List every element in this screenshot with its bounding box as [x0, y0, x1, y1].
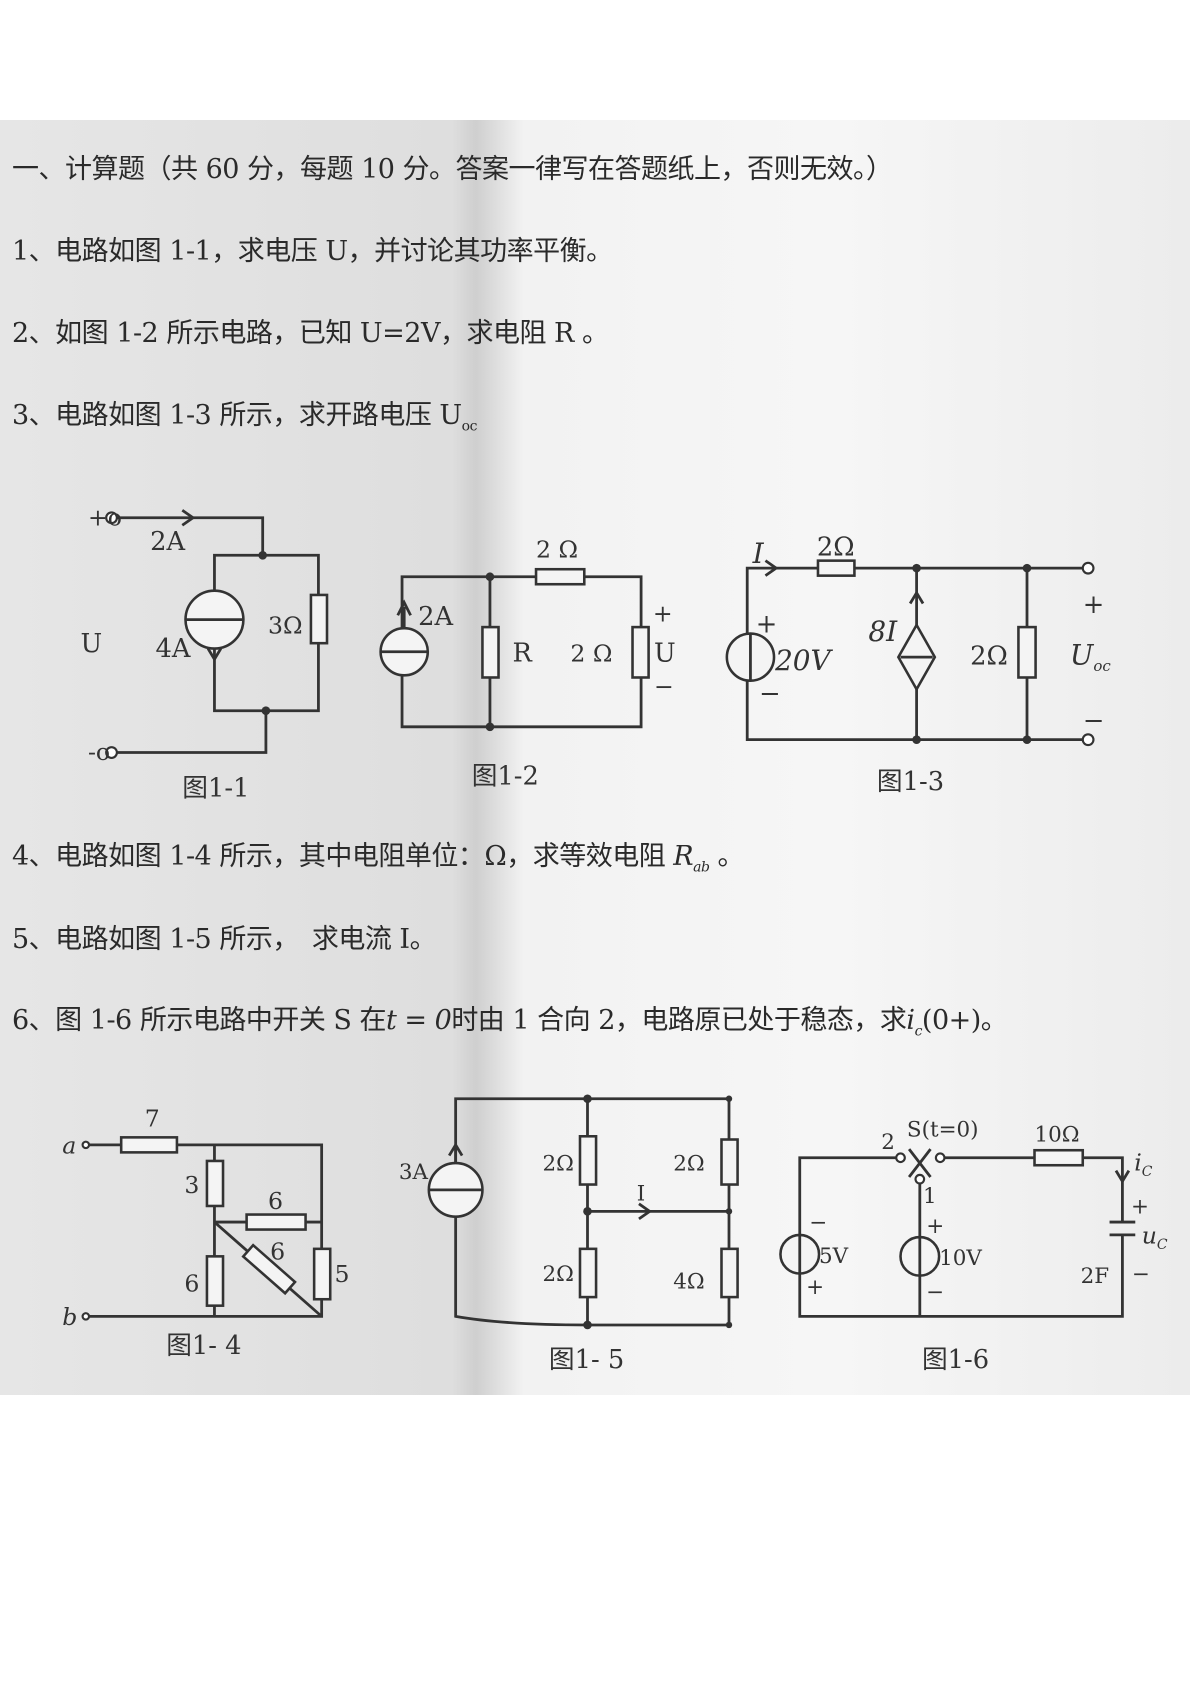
question-2: 2、如图 1-2 所示电路，已知 U=2V，求电阻 R 。 — [12, 318, 609, 349]
resistor-label: 2Ω — [970, 642, 1008, 672]
current-label: I — [752, 537, 765, 570]
figure-1-3: I 2Ω + 20V − 8I 2Ω + Uoc − 图1-3 — [725, 532, 1112, 797]
resistor-label: 6 — [268, 1187, 283, 1215]
minus-label: − — [759, 679, 781, 709]
capacitor-icon — [1109, 1220, 1136, 1237]
figure-caption: 图1-6 — [922, 1345, 989, 1375]
minus-label: − — [654, 673, 674, 701]
plus-label: + — [926, 1214, 944, 1239]
question-1: 1、电路如图 1-1，求电压 U，并讨论其功率平衡。 — [12, 236, 613, 267]
plus-terminal-label: +o — [88, 503, 122, 531]
question-5: 5、电路如图 1-5 所示， 求电流 I。 — [12, 924, 437, 955]
question-4-tail: 。 — [709, 841, 745, 872]
resistor-label: 2 Ω — [536, 535, 578, 563]
resistor-label: 5 — [335, 1260, 350, 1288]
dependent-source-label: 8I — [868, 615, 898, 648]
question-4-sub: ab — [693, 859, 710, 876]
figure-caption: 图1-3 — [877, 767, 944, 797]
ic-sub: C — [1142, 1164, 1153, 1180]
figure-1-6: 2 S(t=0) 1 10Ω iC + uC 2F − − 5V + + 10V… — [779, 1117, 1168, 1375]
question-3-sub: oc — [461, 418, 478, 435]
resistor-label: 2Ω — [542, 1262, 573, 1287]
figure-caption: 图1- 5 — [549, 1345, 624, 1375]
figure-caption: 图1- 4 — [166, 1331, 241, 1361]
resistor-label: 3Ω — [268, 612, 303, 640]
ic-label: iC — [1134, 1149, 1153, 1180]
section-title: 一、计算题（共 60 分，每题 10 分。答案一律写在答题纸上，否则无效。） — [12, 154, 893, 185]
resistor-label: 2Ω — [673, 1152, 704, 1177]
ic-main: i — [1134, 1149, 1142, 1177]
source-label: 5V — [819, 1244, 849, 1269]
question-6-tail: (0+)。 — [921, 1005, 1008, 1036]
switch-position-2: 2 — [881, 1130, 895, 1155]
switch-label: S(t=0) — [907, 1117, 979, 1142]
minus-label: − — [1083, 706, 1105, 736]
uc-label: uC — [1142, 1221, 1168, 1252]
source-label: 4A — [155, 634, 190, 664]
uoc-sub: oc — [1093, 657, 1111, 675]
switch-position-1: 1 — [923, 1184, 937, 1209]
resistor-label: 2 Ω — [570, 639, 612, 667]
current-arrow-icon — [181, 509, 196, 527]
voltage-label: U — [654, 638, 676, 668]
resistor-icon — [481, 625, 500, 679]
figure-1-1: +o -o 2A 4A 3Ω U 图1-1 — [80, 503, 329, 803]
capacitor-label: 2F — [1081, 1264, 1109, 1289]
question-6-text: 6、图 1-6 所示电路中开关 S 在 — [12, 1005, 386, 1036]
voltage-label: U — [80, 629, 102, 659]
current-label: 2A — [150, 527, 185, 557]
minus-terminal-label: -o — [88, 738, 110, 766]
terminal-b-label: b — [62, 1303, 77, 1331]
plus-label: + — [806, 1275, 824, 1300]
source-label: 2A — [418, 602, 453, 632]
question-3-text: 3、电路如图 1-3 所示，求开路电压 U — [12, 400, 462, 431]
figure-caption: 图1-2 — [472, 762, 539, 792]
source-label: 10V — [939, 1246, 982, 1271]
resistor-icon — [1017, 625, 1037, 679]
plus-label: + — [653, 600, 673, 628]
question-6: 6、图 1-6 所示电路中开关 S 在t = 0时由 1 合向 2，电路原已处于… — [12, 998, 1008, 1040]
plus-label: + — [1083, 590, 1105, 620]
resistor-label: 2Ω — [817, 532, 855, 562]
source-label: 20V — [774, 644, 833, 677]
resistor-label: 3 — [184, 1171, 199, 1199]
figure-1-5: 3A 2Ω 2Ω 2Ω 4Ω I 图1- 5 — [399, 1094, 739, 1375]
question-6-math2: i — [906, 1005, 915, 1036]
resistor-icon — [631, 625, 650, 679]
resistor-label: 4Ω — [673, 1270, 704, 1295]
resistor-label: 7 — [145, 1105, 160, 1133]
current-label: I — [637, 1182, 645, 1207]
minus-label: − — [1132, 1262, 1150, 1287]
resistor-icon — [534, 567, 586, 586]
question-6-sub: c — [914, 1023, 923, 1040]
switch-icon — [907, 1148, 932, 1178]
uc-sub: C — [1157, 1237, 1168, 1253]
question-6-math: t = 0 — [385, 1005, 452, 1036]
minus-label: − — [926, 1280, 944, 1305]
question-3: 3、电路如图 1-3 所示，求开路电压 Uoc — [12, 393, 477, 434]
resistor-label: R — [512, 638, 532, 668]
question-4: 4、电路如图 1-4 所示，其中电阻单位：Ω，求等效电阻 Rab 。 — [12, 834, 745, 876]
resistor-label: 6 — [270, 1238, 285, 1266]
question-6-mid: 时由 1 合向 2，电路原已处于稳态，求 — [451, 1005, 907, 1036]
source-label: 3A — [399, 1160, 429, 1185]
resistor-icon — [309, 593, 329, 645]
resistor-label: 6 — [184, 1270, 199, 1298]
question-4-text: 4、电路如图 1-4 所示，其中电阻单位：Ω，求等效电阻 — [12, 841, 674, 872]
plus-label: + — [1131, 1194, 1149, 1219]
terminal-a-label: a — [62, 1131, 76, 1159]
uc-main: u — [1142, 1221, 1157, 1249]
minus-label: − — [809, 1211, 827, 1236]
resistor-label: 10Ω — [1035, 1123, 1080, 1148]
plus-label: + — [756, 609, 778, 639]
resistor-icon — [816, 559, 856, 577]
uoc-main: U — [1070, 639, 1095, 672]
figure-1-2: 2A 2 Ω R 2 Ω + U − 图1-2 — [379, 535, 676, 792]
uoc-label: Uoc — [1070, 639, 1112, 675]
question-4-math: R — [673, 841, 694, 872]
resistor-label: 2Ω — [542, 1152, 573, 1177]
figure-1-4: a b 7 3 6 6 6 5 图1- 4 — [62, 1105, 349, 1361]
figure-caption: 图1-1 — [182, 773, 249, 803]
